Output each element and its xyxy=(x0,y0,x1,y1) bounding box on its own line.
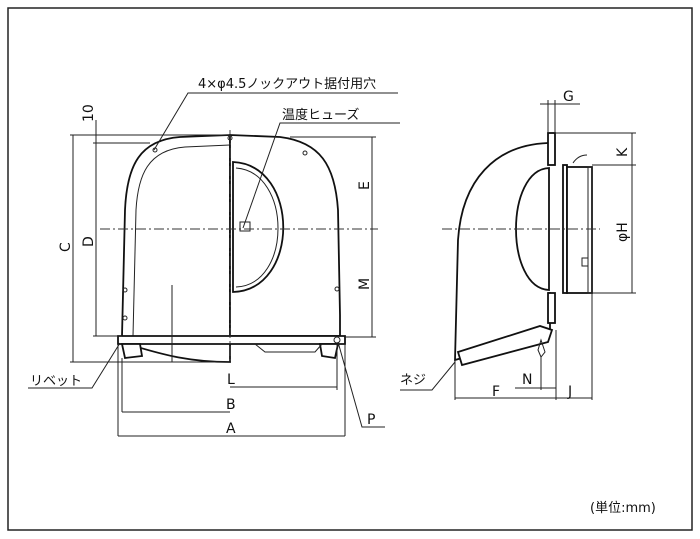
dim-F: F xyxy=(492,384,500,400)
knockout-leader xyxy=(153,92,398,151)
rivet-callout: リベット xyxy=(30,374,82,389)
thermal-fuse-callout: 温度ヒューズ xyxy=(282,107,359,123)
dim-10: 10 xyxy=(81,104,97,122)
dim-A: A xyxy=(226,421,236,437)
dim-K: K xyxy=(615,147,631,157)
dim-J: J xyxy=(567,384,572,400)
screw-callout: ネジ xyxy=(400,373,426,388)
dim-C: C xyxy=(58,242,74,252)
dim-L: L xyxy=(227,372,235,388)
dim-H: φH xyxy=(615,222,631,242)
dim-G: G xyxy=(563,89,574,105)
drawing-frame xyxy=(7,7,693,531)
side-view xyxy=(442,132,600,367)
unit-note: (単位:mm) xyxy=(590,500,656,516)
dim-M: M xyxy=(357,278,373,290)
dim-B: B xyxy=(226,397,236,413)
knockout-holes-callout: 4×φ4.5ノックアウト据付用穴 xyxy=(198,77,376,92)
dim-D: D xyxy=(81,236,97,247)
front-view xyxy=(100,130,378,363)
thermal-fuse-leader xyxy=(242,122,400,229)
side-dimensions xyxy=(400,100,636,400)
dim-E: E xyxy=(357,181,373,190)
dim-N: N xyxy=(522,372,532,388)
front-dimensions xyxy=(28,120,385,437)
dim-P: P xyxy=(367,412,375,428)
